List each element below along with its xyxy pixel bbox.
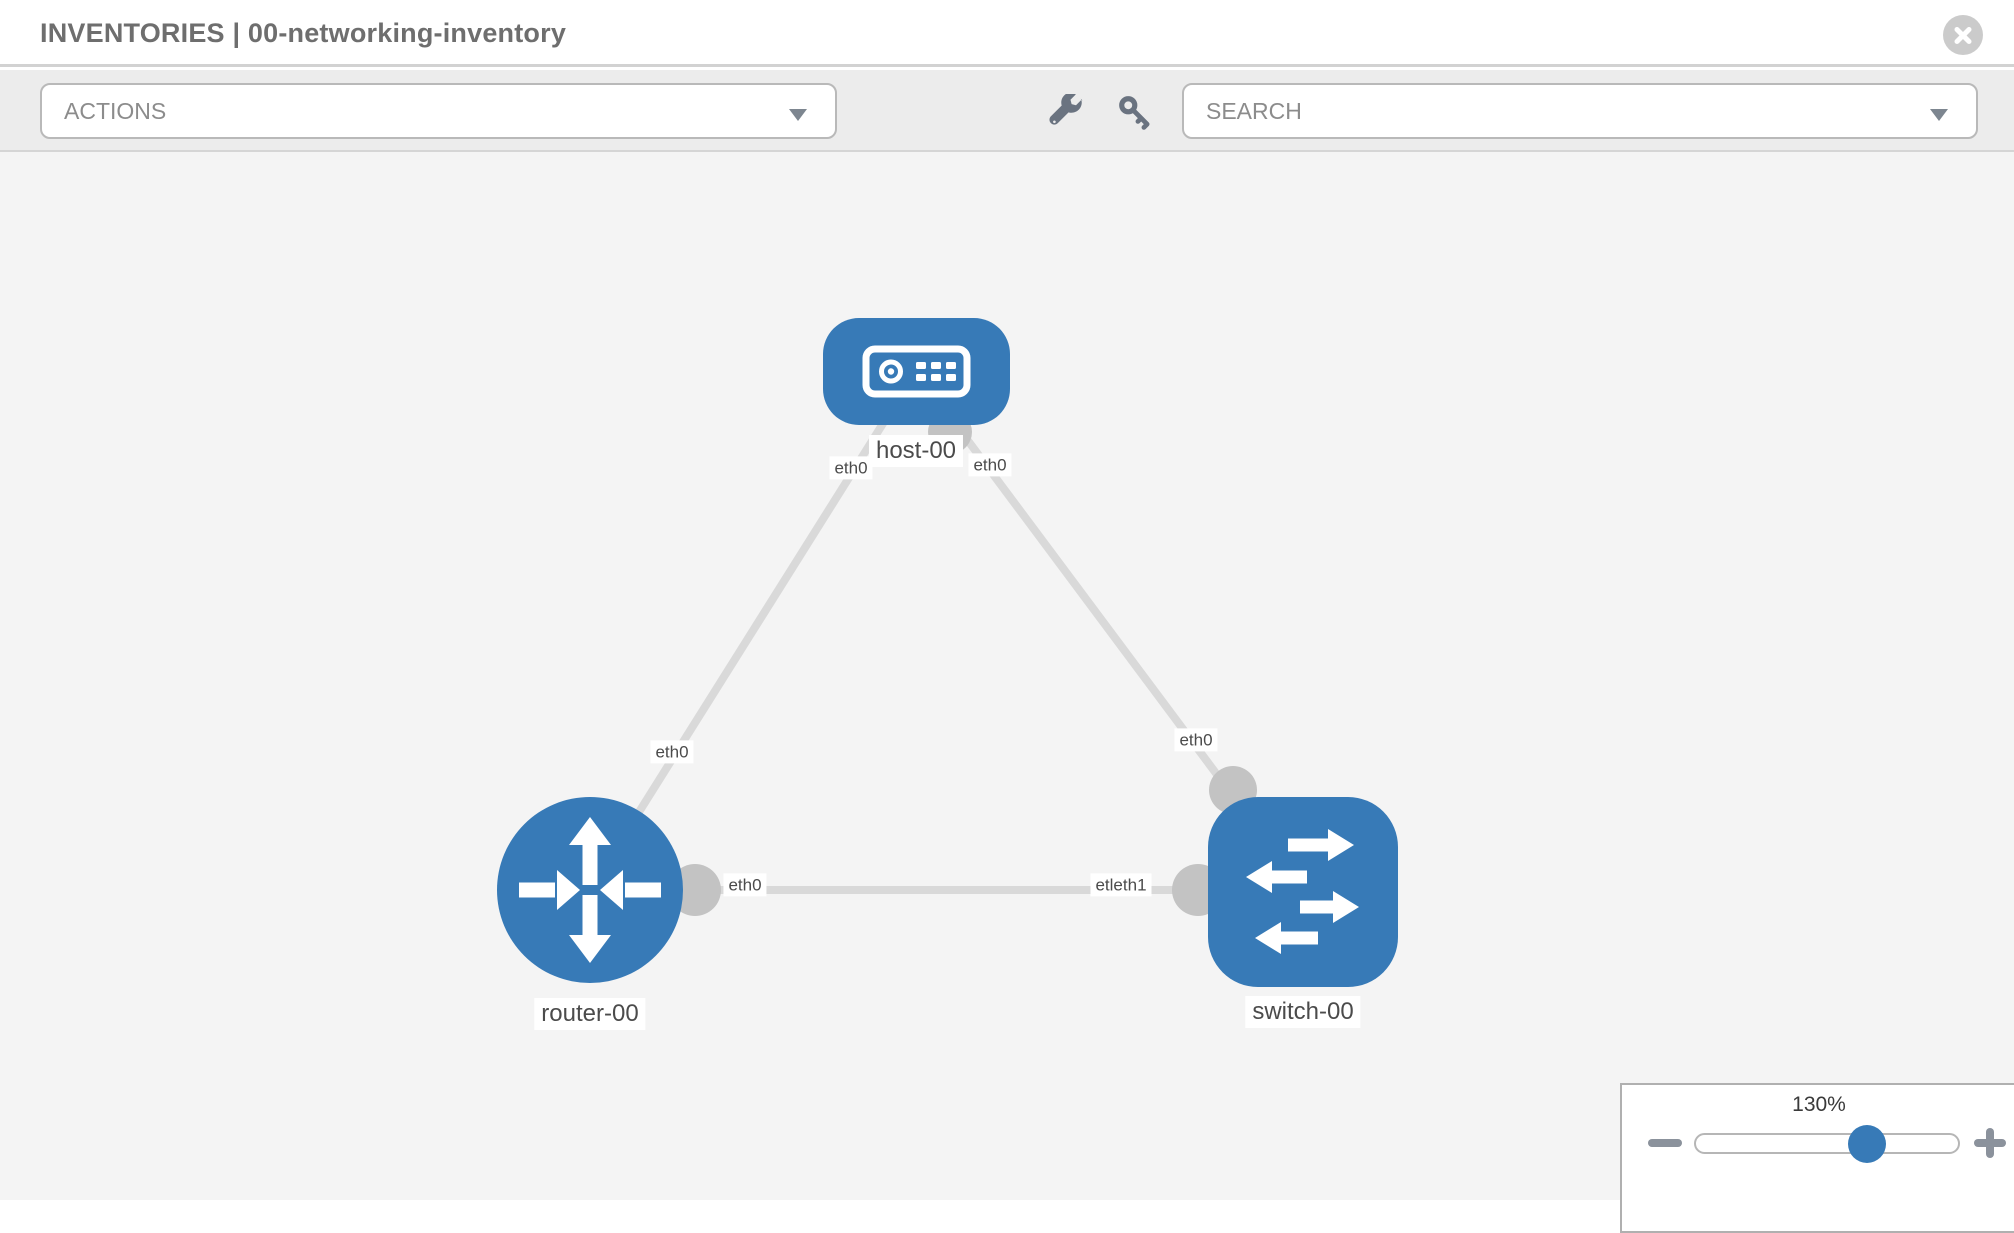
iface-label-router-right: eth0 xyxy=(723,873,767,897)
node-switch-00[interactable] xyxy=(1208,797,1398,987)
iface-label-router-uplink: eth0 xyxy=(650,740,694,764)
host-icon xyxy=(862,345,971,398)
iface-label-switch-uplink: eth0 xyxy=(1174,728,1218,752)
zoom-level-value: 130% xyxy=(1792,1093,1846,1116)
zoom-slider[interactable] xyxy=(1694,1125,1960,1163)
wrench-icon[interactable] xyxy=(1049,92,1085,130)
router-icon xyxy=(519,817,661,963)
topology-canvas[interactable] xyxy=(0,152,2014,1200)
iface-label-switch-left: etleth1 xyxy=(1090,873,1152,897)
toolbar: ACTIONS SEARCH xyxy=(0,70,2014,152)
chevron-down-icon xyxy=(789,109,807,121)
node-router-00[interactable] xyxy=(497,797,683,983)
node-host-00[interactable] xyxy=(823,318,1010,425)
search-input[interactable]: SEARCH xyxy=(1182,83,1978,139)
zoom-in-button[interactable] xyxy=(1974,1128,2006,1158)
zoom-panel: 130% xyxy=(1620,1083,2014,1233)
chevron-down-icon xyxy=(1930,109,1948,121)
header: INVENTORIES | 00-networking-inventory xyxy=(0,0,2014,67)
switch-icon xyxy=(1246,829,1359,954)
iface-label-host-left: eth0 xyxy=(829,456,873,480)
close-icon[interactable] xyxy=(1943,15,1983,55)
node-label-switch: switch-00 xyxy=(1245,996,1361,1028)
page-title: INVENTORIES | 00-networking-inventory xyxy=(40,18,567,48)
zoom-out-button[interactable] xyxy=(1648,1139,1682,1147)
search-placeholder: SEARCH xyxy=(1206,98,1302,124)
actions-dropdown-value: ACTIONS xyxy=(64,98,167,124)
node-label-host: host-00 xyxy=(868,435,964,467)
iface-label-host-right: eth0 xyxy=(968,453,1012,477)
zoom-slider-knob[interactable] xyxy=(1848,1125,1886,1163)
node-label-router: router-00 xyxy=(534,998,646,1030)
key-icon[interactable] xyxy=(1117,94,1153,130)
actions-dropdown[interactable]: ACTIONS xyxy=(40,83,837,139)
